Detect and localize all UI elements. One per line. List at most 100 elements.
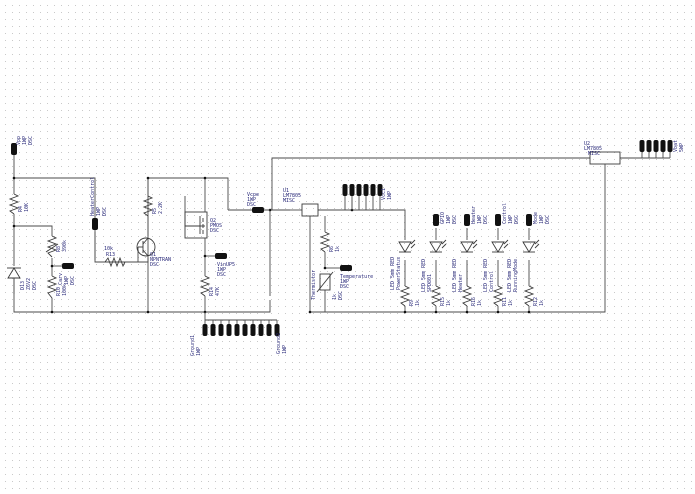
thermistor-val: 1k (332, 294, 338, 300)
heater-val: 1WP (477, 215, 483, 224)
heater-connector[interactable]: Heater 1WP DSC (464, 206, 489, 226)
ground-pin[interactable] (274, 324, 280, 336)
ground-pin[interactable] (242, 324, 248, 336)
r14-ref: R14 (209, 287, 215, 296)
vpp-ref: Vpp (16, 136, 22, 145)
ground-pin[interactable] (226, 324, 232, 336)
heatercontrol-pkg: DSC (102, 207, 108, 216)
heater-ref: Heater (471, 206, 477, 224)
vbat-val: 5WP (679, 143, 685, 152)
thermistor-pkg: DSC (338, 291, 344, 300)
heatercontrol-val: 1WP (96, 207, 102, 216)
ground-pin[interactable] (218, 324, 224, 336)
resistor-r13: 10k R13 (95, 246, 139, 268)
led1-ref: LED 5mm RED (390, 257, 396, 290)
r9-val: 1k (415, 300, 421, 306)
vin-connector[interactable]: VinUP5 1WP DSC (215, 253, 235, 278)
led1-val: PowerStatus (396, 257, 402, 290)
carv-val: 1WP (64, 276, 70, 285)
vpp-connector[interactable]: Vpp 1WP DSC (11, 136, 34, 162)
ground-pin[interactable] (202, 324, 208, 336)
vcc-pin[interactable] (349, 184, 355, 196)
heatercontrol-ref: HeaterControl (90, 177, 96, 216)
vcc-pin[interactable] (377, 184, 383, 196)
ground-pin[interactable] (266, 324, 272, 336)
resistor-r14: R14 47K (199, 275, 221, 297)
vin-ref: VinUP5 (217, 262, 235, 268)
r13-val: 10k (104, 246, 113, 252)
vcc-header[interactable]: Vcc1 1WP (342, 184, 394, 210)
d13-val: Z6V2 (26, 278, 32, 290)
led-5: LED 5mm RED RunningMode (507, 239, 540, 292)
gpio-ref: GPIO (440, 212, 446, 224)
mode-pkg: DSC (545, 215, 551, 224)
mode-connector[interactable]: Mode 1WP DSC (526, 212, 551, 226)
vcc-pin[interactable] (370, 184, 376, 196)
resistor-r9: R9 1k (399, 285, 421, 307)
r15-val: 1k (446, 300, 452, 306)
r12-val: 1k (539, 300, 545, 306)
vcpe-pkg: DSC (247, 202, 256, 208)
r5-ref: R5 (152, 208, 158, 214)
heatercontrol-connector[interactable]: HeaterControl 1WP DSC (90, 177, 108, 230)
q2-val: PMOS (210, 223, 222, 229)
resistor-r6: R6 1k (319, 231, 341, 253)
r16-val: 1k (477, 300, 483, 306)
vcpe-connector[interactable]: Vcpe 1WP DSC (247, 192, 270, 213)
temperature-connector[interactable]: Temperature 1WP DSC (340, 265, 373, 290)
r13-ref: R13 (106, 252, 115, 258)
ground-pin[interactable] (258, 324, 264, 336)
r6-ref: R6 (329, 246, 335, 252)
resistor-r11: R11 1k (492, 285, 514, 307)
ground-pin[interactable] (234, 324, 240, 336)
gpio-connector[interactable]: GPIO 1WP DSC (433, 212, 458, 226)
led-1: LED 5mm RED PowerStatus (390, 239, 416, 290)
r16-ref: R16 (471, 297, 477, 306)
ground-header[interactable]: Ground1 1WP Ground2 1WP (190, 312, 288, 356)
q1-val: NPNTRAN (150, 257, 171, 263)
vbat-header[interactable]: Vbat 5WP (639, 140, 686, 159)
vcc-pin[interactable] (363, 184, 369, 196)
resistor-r12: R12 1k (523, 285, 545, 307)
vbat-pin[interactable] (646, 140, 652, 152)
r5-val: 2.2K (158, 202, 164, 214)
vbat-pin[interactable] (653, 140, 659, 152)
r12-ref: R12 (533, 297, 539, 306)
transistor-q1: Q1 NPNTRAN DSC (136, 237, 171, 268)
led4-val: Control (489, 271, 495, 292)
vcc-pin[interactable] (342, 184, 348, 196)
u2-val: LM7805 (584, 146, 602, 152)
r14-val: 47K (215, 287, 221, 296)
d13-pkg: DSC (32, 281, 38, 290)
u1-val: LM7805 (283, 193, 301, 199)
led-3: LED 5mm RED Heater (452, 239, 478, 292)
led3-ref: LED 5mm RED (452, 259, 458, 292)
vcc-pin[interactable] (356, 184, 362, 196)
resistor-r5: R5 2.2K (142, 195, 164, 217)
r4-val: 10K (24, 203, 30, 212)
vbat-pin[interactable] (667, 140, 673, 152)
ground-pin[interactable] (210, 324, 216, 336)
r9-ref: R9 (409, 300, 415, 306)
r15-ref: R15 (440, 297, 446, 306)
thermistor: Thermistor 1k DSC (311, 270, 344, 300)
vbat-pin[interactable] (660, 140, 666, 152)
vpp-val: 1WP (22, 136, 28, 145)
thermistor-ref: Thermistor (311, 270, 317, 300)
led5-ref: LED 5mm RED (507, 259, 513, 292)
gpio-pkg: DSC (452, 215, 458, 224)
resistor-r10: R10 100k (46, 275, 68, 299)
ground-pin[interactable] (250, 324, 256, 336)
r8-val: 390k (62, 240, 68, 252)
r4-ref: R4 (18, 206, 24, 212)
led2-ref: LED 5mm RED (421, 259, 427, 292)
led2-val: SPD801 (427, 274, 433, 292)
temperature-val: 1WP (340, 279, 349, 285)
carv-connector[interactable]: Carv 1WP DSC (58, 263, 76, 285)
vbat-pin[interactable] (639, 140, 645, 152)
r11-ref: R11 (502, 297, 508, 306)
carv-ref: Carv (58, 273, 64, 285)
resistor-r16: R16 1k (461, 285, 483, 307)
control-connector[interactable]: Control 1WP DSC (495, 203, 520, 226)
